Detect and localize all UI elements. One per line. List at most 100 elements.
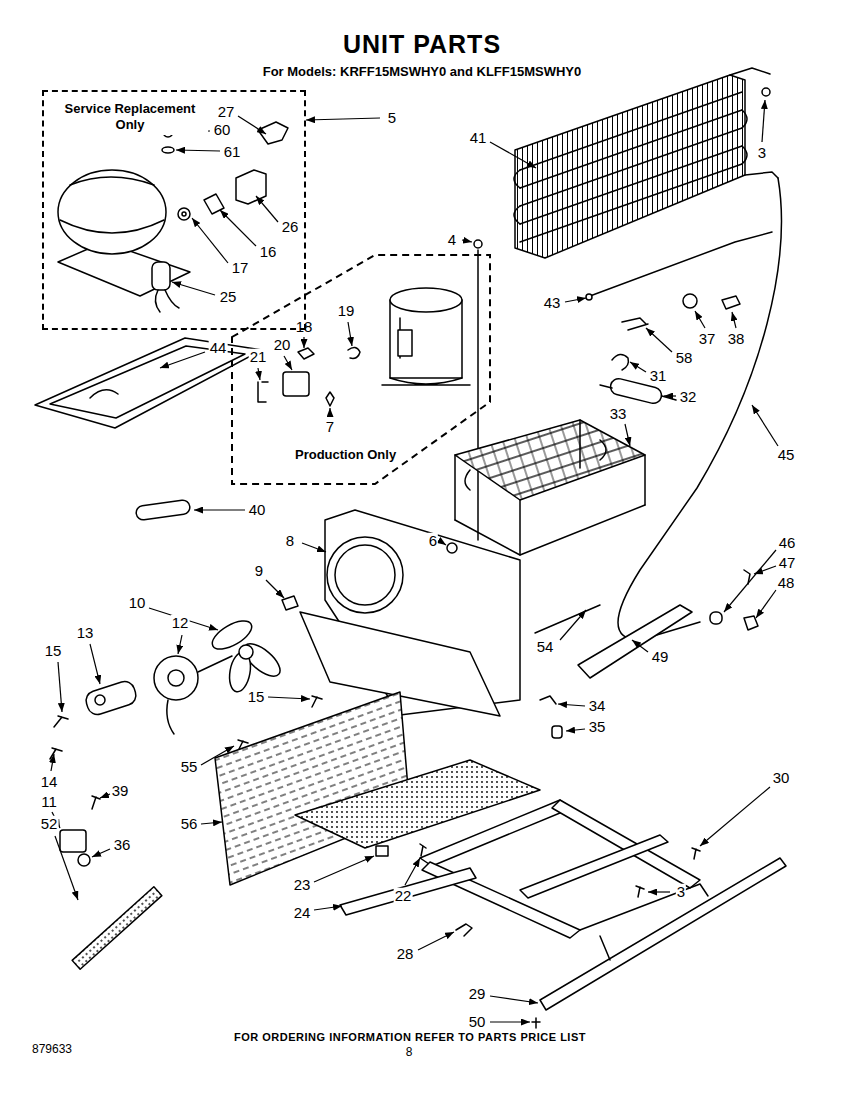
callout-number: 8: [285, 533, 295, 550]
leader-line: [258, 368, 260, 380]
leader-line: [566, 729, 585, 731]
leader-line: [192, 218, 228, 263]
part-drawing: [35, 338, 262, 428]
part-drawing: [422, 862, 580, 938]
callout-number: 26: [281, 219, 300, 236]
part-drawing: [258, 122, 288, 144]
leader-line: [284, 356, 292, 370]
part-drawing: [50, 748, 62, 759]
callout-number: 36: [113, 837, 132, 854]
leader-line: [625, 424, 630, 446]
group-heading: Service Replacement Only: [52, 100, 208, 135]
part-drawing: [540, 696, 556, 704]
leader-line: [160, 352, 205, 368]
part-drawing: [84, 679, 139, 717]
part-drawing: [710, 612, 722, 624]
leader-line: [172, 282, 215, 295]
callout-number: 58: [675, 350, 694, 367]
part-drawing: [586, 294, 592, 300]
part-drawing: [455, 420, 645, 500]
part-drawing: [182, 212, 186, 216]
part-drawing: [154, 656, 198, 700]
leader-line: [220, 210, 256, 246]
leader-line: [90, 644, 100, 684]
leader-line: [329, 408, 330, 417]
part-drawing: [455, 505, 645, 555]
leader-line: [405, 858, 420, 885]
leader-line: [700, 787, 770, 846]
ordering-note: FOR ORDERING INFORMATION REFER TO PARTS …: [234, 1031, 586, 1043]
part-drawing: [520, 92, 742, 242]
part-drawing: [514, 110, 747, 224]
part-drawing: [636, 886, 644, 897]
leader-line: [201, 746, 234, 765]
leader-line: [303, 337, 304, 348]
callout-number: 46: [778, 535, 797, 552]
callout-number: 43: [543, 295, 562, 312]
part-drawing: [590, 232, 772, 296]
leader-line: [314, 906, 342, 910]
leader-line: [490, 996, 538, 1003]
callout-number: 18: [295, 319, 314, 336]
part-drawing: [420, 800, 572, 866]
leader-line: [632, 640, 648, 652]
callout-number: 60: [213, 122, 232, 139]
part-drawing: [312, 696, 322, 707]
leader-line: [664, 395, 676, 396]
part-drawing: [236, 170, 266, 204]
leader-line: [648, 891, 670, 892]
part-drawing: [540, 858, 786, 1010]
callout-number: 49: [651, 649, 670, 666]
part-drawing: [515, 75, 745, 258]
callout-number: 28: [396, 946, 415, 963]
callout-number: 55: [180, 759, 199, 776]
part-drawing: [455, 420, 645, 555]
callout-number: 33: [609, 406, 628, 423]
callout-number: 50: [468, 1014, 487, 1031]
callout-number: 34: [588, 698, 607, 715]
callout-number: 10: [128, 595, 147, 612]
leader-line: [443, 543, 446, 545]
leader-line: [100, 794, 110, 798]
leader-line: [268, 697, 310, 699]
leader-line: [55, 836, 78, 900]
callout-number: 23: [293, 877, 312, 894]
part-drawing: [390, 288, 462, 312]
dashed-group-box: Service Replacement Only: [42, 90, 306, 330]
part-drawing: [600, 385, 676, 400]
callout-number: 6: [428, 533, 438, 550]
callout-number: 3: [757, 145, 767, 162]
part-drawing: [474, 240, 482, 248]
part-drawing: [326, 392, 334, 406]
part-drawing: [135, 499, 190, 520]
leader-line: [256, 196, 278, 222]
callout-number: 9: [254, 563, 264, 580]
part-drawing: [60, 830, 86, 852]
part-drawing: [155, 290, 179, 312]
leader-line: [560, 610, 586, 640]
leader-line: [762, 100, 765, 142]
callout-number: 21: [249, 349, 268, 366]
part-drawing: [447, 543, 457, 553]
part-drawing: [152, 262, 170, 290]
leader-line: [695, 311, 705, 328]
part-drawing: [532, 1018, 540, 1028]
part-drawing: [60, 177, 164, 233]
diagram-title: UNIT PARTS: [343, 31, 501, 59]
callout-number: 48: [777, 575, 796, 592]
leader-line: [490, 142, 536, 168]
part-drawing: [54, 716, 68, 727]
callout-number: 39: [111, 783, 130, 800]
part-drawing: [298, 348, 314, 359]
dashed-group-box: Production Only: [230, 252, 492, 486]
callout-number: 22: [394, 888, 413, 905]
callout-number: 30: [772, 770, 791, 787]
leader-line: [630, 362, 646, 372]
part-drawing: [456, 924, 472, 936]
leader-line: [754, 566, 776, 574]
part-drawing: [283, 372, 309, 396]
callout-number: 15: [44, 643, 63, 660]
part-drawing: [282, 596, 298, 610]
leader-line: [302, 543, 326, 552]
part-drawing: [578, 605, 692, 678]
